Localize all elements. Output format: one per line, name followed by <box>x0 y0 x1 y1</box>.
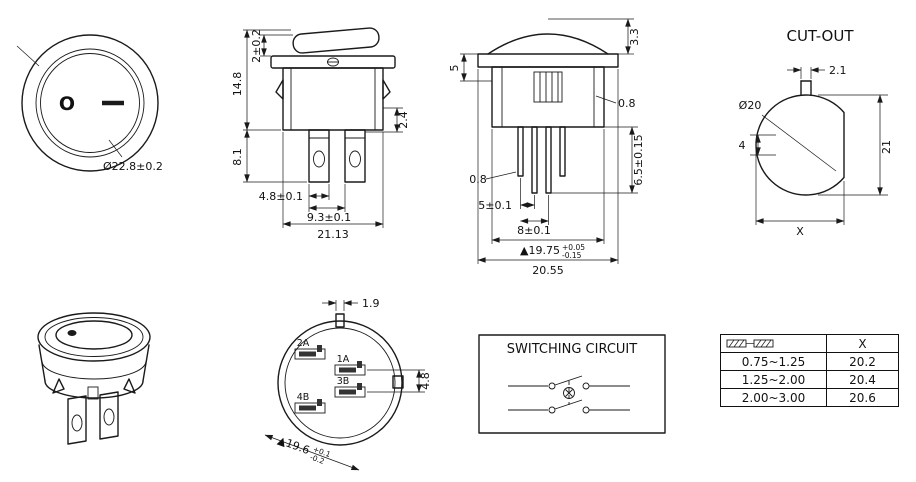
bottom-view-drawing: 2A 1A 3B 4B 1.9 4.8 ▲19.6 <box>264 297 432 471</box>
keying-tab-right <box>392 375 404 389</box>
dim-pin-pitch-large: 8±0.1 <box>517 224 551 237</box>
switching-circuit-drawing: SWITCHING CIRCUIT <box>478 334 666 434</box>
dim-body-dia-tol-dn: -0.15 <box>562 251 582 260</box>
switching-circuit-box: SWITCHING CIRCUIT <box>478 334 666 434</box>
dim-hole-dia: Ø20 <box>739 99 762 112</box>
terminal-right <box>344 129 366 183</box>
table-header-x: X <box>826 334 899 353</box>
front-switch-outline <box>477 33 619 194</box>
dim-dome-height: 3.3 <box>628 28 641 46</box>
panel-range-cell: 1.25~2.00 <box>720 370 827 389</box>
dim-body-width: 21.13 <box>317 228 349 241</box>
dim-flange-dia: 20.55 <box>532 264 564 277</box>
lamp-slot <box>533 71 563 103</box>
front-view-round: O Ø22.8±0.2 <box>5 8 220 203</box>
dim-flat-offset: 4 <box>739 139 746 152</box>
x-value-cell: 20.2 <box>826 352 899 371</box>
dim-notch-width: 2.1 <box>829 64 847 77</box>
dim-wall: 0.8 <box>618 97 636 110</box>
round-switch-outline <box>21 34 159 172</box>
terminal-tab-right <box>99 391 119 440</box>
dim-cutout-height: 21 <box>880 140 893 154</box>
dim-body-dia-tol-up: +0.05 <box>562 243 585 252</box>
circuit-schematic <box>508 375 630 414</box>
terminal-label-3b: 3B <box>337 376 350 387</box>
cutout-view: CUT-OUT 2.1 Ø20 4 21 X <box>728 25 913 239</box>
perspective-view <box>12 295 177 480</box>
dim-bottom-dia: ▲19.6 <box>276 434 311 457</box>
dim-total-height: 14.8 <box>231 72 244 97</box>
leader-line-label <box>108 139 123 158</box>
clip-left <box>52 378 65 394</box>
terminal-left <box>308 129 330 183</box>
panel-range-cell: 0.75~1.25 <box>720 352 827 371</box>
terminal-label-2a: 2A <box>297 338 310 349</box>
dim-terminal-pitch: 9.3±0.1 <box>307 211 351 224</box>
table-row: 0.75~1.25 20.2 <box>720 352 899 371</box>
terminal-slots: 2A 1A 3B 4B <box>294 338 366 414</box>
dim-cutout-width: X <box>796 225 804 238</box>
dim-pin-length: 6.5±0.15 <box>632 134 645 185</box>
dim-bezel-height: 5 <box>448 65 461 72</box>
dim-tab-width: 1.9 <box>362 297 380 310</box>
x-value-cell: 20.4 <box>826 370 899 389</box>
bottom-view: 2A 1A 3B 4B 1.9 4.8 ▲19.6 <box>243 283 443 480</box>
cutout-size-table-wrap: X 0.75~1.25 20.2 1.25~2.00 20.4 2.00~3.0… <box>720 334 899 407</box>
dim-terminal-width: 4.8±0.1 <box>259 190 303 203</box>
terminal-label-1a: 1A <box>337 354 350 365</box>
terminal-label-4b: 4B <box>297 392 310 403</box>
table-row: 1.25~2.00 20.4 <box>720 370 899 389</box>
panel-thickness-icon <box>726 339 774 348</box>
retention-clip-right <box>382 79 391 100</box>
side-view-drawing: 14.8 2±0.2 8.1 2.4 4.8±0.1 9.3±0.1 21.13 <box>231 27 410 241</box>
cutout-size-table: X 0.75~1.25 20.2 1.25~2.00 20.4 2.00~3.0… <box>720 334 899 407</box>
dim-outer-diameter-label: Ø22.8±0.2 <box>103 160 163 173</box>
x-value-cell: 20.6 <box>826 388 899 407</box>
cutout-outline <box>755 80 845 196</box>
panel-thickness-header <box>720 334 827 353</box>
pin-1 <box>517 126 524 177</box>
front-round-drawing: O Ø22.8±0.2 <box>16 34 163 173</box>
table-row: 2.00~3.00 20.6 <box>720 388 899 407</box>
terminal-tab-left <box>67 395 87 445</box>
dim-body-dia: ▲19.75 <box>520 244 560 257</box>
cutout-dimensions: 2.1 Ø20 4 21 X <box>739 64 894 238</box>
circuit-title: SWITCHING CIRCUIT <box>507 342 637 357</box>
marking-on: O <box>59 93 75 115</box>
pin-4 <box>559 126 566 177</box>
clip-right <box>123 378 136 394</box>
pin-2 <box>531 126 538 194</box>
side-view: 14.8 2±0.2 8.1 2.4 4.8±0.1 9.3±0.1 21.13 <box>231 10 423 242</box>
dim-pin-pitch-small: 5±0.1 <box>478 199 512 212</box>
front-view: 5 3.3 0.8 0.8 6.5±0.15 5±0.1 8±0.1 ▲19.7… <box>448 6 653 278</box>
front-view-dimensions: 5 3.3 0.8 0.8 6.5±0.15 5±0.1 8±0.1 ▲19.7… <box>448 18 645 277</box>
dim-terminal-height: 8.1 <box>231 148 244 166</box>
cutout-title: CUT-OUT <box>786 27 854 45</box>
pin-3 <box>545 126 552 194</box>
perspective-drawing <box>37 312 151 445</box>
front-view-drawing: 5 3.3 0.8 0.8 6.5±0.15 5±0.1 8±0.1 ▲19.7… <box>448 18 645 277</box>
dim-step: 2.4 <box>397 111 410 129</box>
side-view-dimensions: 14.8 2±0.2 8.1 2.4 4.8±0.1 9.3±0.1 21.13 <box>231 29 410 241</box>
dim-terminal-gap: 4.8 <box>419 372 432 390</box>
perspective-outline <box>37 312 151 445</box>
retention-clip-left <box>275 79 284 100</box>
keying-tab-top <box>335 313 345 328</box>
side-switch-outline <box>270 27 396 183</box>
dim-actuator-height: 2±0.2 <box>250 29 263 63</box>
rocker-dot <box>67 330 77 336</box>
lamp-icon <box>563 387 575 399</box>
cutout-drawing: CUT-OUT 2.1 Ø20 4 21 X <box>739 27 894 238</box>
clip-center <box>87 386 99 400</box>
leader-line-top <box>16 45 40 67</box>
panel-range-cell: 2.00~3.00 <box>720 388 827 407</box>
